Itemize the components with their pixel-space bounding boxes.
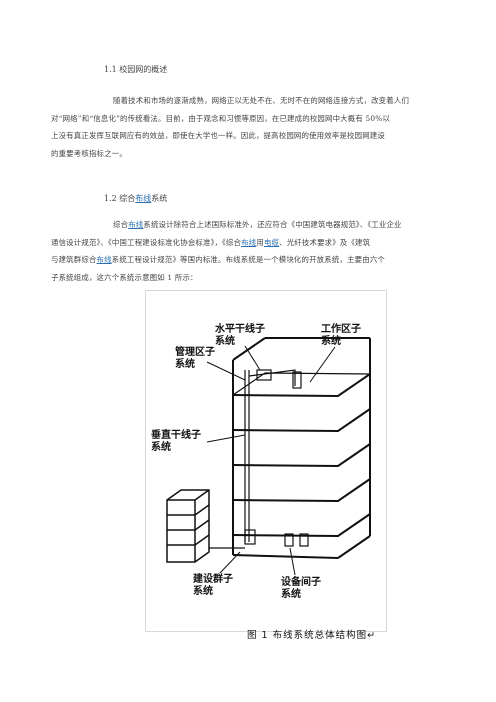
horizontal-cabling xyxy=(248,369,302,389)
label-admin-line2: 系统 xyxy=(175,357,195,370)
heading-link-cabling[interactable]: 布线 xyxy=(135,194,152,203)
para2-line3-pre: 与建筑群综合 xyxy=(51,255,97,264)
section-2-heading-pre: 1.2 综合 xyxy=(104,194,136,203)
para2-line3: 与建筑群综合布线系统工程设计规范》等国内标准。布线系统是一个模块化的开放系统，主… xyxy=(51,251,418,269)
para2-line1-post: 系统设计除符合上述国际标准外，还应符合《中国建筑电器规范》、《工业企业 xyxy=(143,220,402,229)
label-campus-line2: 系统 xyxy=(193,584,213,597)
para1-line3: 上没有真正发挥互联网应有的效益，即使在大学也一样。因此，提高校园网的使用效率是校… xyxy=(51,131,385,140)
para1-line2: 对“网络”和“信息化”的传统看法。目前，由于观念和习惯等原因，在已建成的校园网中… xyxy=(51,113,391,123)
section-2-paragraph: 综合布线系统设计除符合上述国际标准外，还应符合《中国建筑电器规范》、《工业企业 … xyxy=(51,216,418,286)
campus-cabinet xyxy=(166,489,210,563)
label-vertical-line2: 系统 xyxy=(151,440,171,453)
pointer-vertical xyxy=(206,434,246,443)
para2-line2: 通信设计规范》、《中国工程建设标准化协会标准》，《综合布线用电缆、光纤技术要求》… xyxy=(51,234,418,252)
pointer-work-area xyxy=(309,346,336,383)
label-work-area-line2: 系统 xyxy=(321,334,341,347)
para1-line1: 随着技术和市场的逐渐成熟，网络正以无处不在、无时不在的网络连接方式，改变着人们 xyxy=(113,96,410,105)
link-cabling-3[interactable]: 布线 xyxy=(96,255,112,264)
para2-line1: 综合布线系统设计除符合上述国际标准外，还应符合《中国建筑电器规范》、《工业企业 xyxy=(82,216,418,234)
link-cabling-1[interactable]: 布线 xyxy=(128,220,144,229)
pointer-equipment xyxy=(289,547,296,576)
label-campus-line1: 建设群子 xyxy=(192,572,233,585)
para2-line2-mid: 用 xyxy=(256,237,264,247)
vertical-riser xyxy=(244,370,250,542)
label-equipment-line1: 设备间子 xyxy=(281,575,321,588)
building-drawing xyxy=(232,337,371,559)
section-2-heading-post: 系统 xyxy=(151,194,168,203)
label-horizontal-line1: 水平干线子 xyxy=(214,322,265,335)
label-admin-line1: 管理区子 xyxy=(175,345,215,358)
cabling-structure-diagram: 水平干线子 系统 工作区子 系统 管理区子 系统 垂直干线子 系统 建设群子 系… xyxy=(145,290,387,632)
section-2-heading: 1.2 综合布线系统 xyxy=(104,193,167,204)
para2-line3-post: 系统工程设计规范》等国内标准。布线系统是一个模块化的开放系统，主要由六个 xyxy=(111,255,386,264)
pointer-horizontal xyxy=(244,345,261,371)
building-floors xyxy=(232,372,371,538)
section-1-heading: 1.1 校园网的概述 xyxy=(104,65,168,74)
equipment-room-items xyxy=(244,529,309,547)
label-horizontal-line2: 系统 xyxy=(215,334,235,347)
para1-line4: 的重要考核指标之一。 xyxy=(51,148,127,158)
section-1-paragraph: 随着技术和市场的逐渐成熟，网络正以无处不在、无时不在的网络连接方式，改变着人们 … xyxy=(51,92,418,162)
para2-line2-post: 、光纤技术要求》及《建筑 xyxy=(279,237,371,247)
label-work-area-line1: 工作区子 xyxy=(321,322,361,335)
pointer-campus xyxy=(219,551,241,574)
para2-line4: 子系统组成，这六个系统示意图如 1 所示： xyxy=(51,272,198,282)
link-cabling-2[interactable]: 布线 xyxy=(241,237,257,247)
pointer-admin xyxy=(206,361,246,381)
link-cable[interactable]: 电缆 xyxy=(263,237,280,247)
figure-frame xyxy=(145,290,387,632)
figure-caption: 图 1 布线系统总体结构图↵ xyxy=(247,630,377,641)
label-equipment-line2: 系统 xyxy=(281,587,301,600)
para2-line1-pre: 综合 xyxy=(113,220,129,229)
label-vertical-line1: 垂直干线子 xyxy=(151,428,201,441)
para2-line2-pre: 通信设计规范》、《中国工程建设标准化协会标准》，《综合 xyxy=(51,237,242,247)
